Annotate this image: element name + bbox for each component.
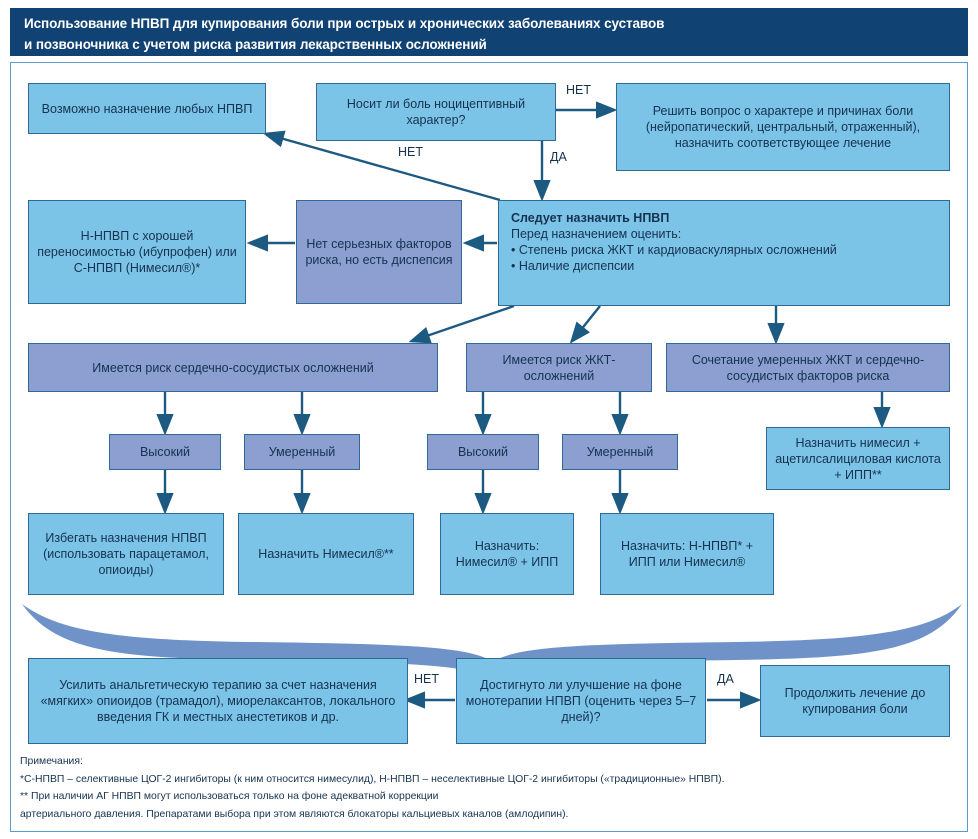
box-prescribe-bullet-1: • Степень риска ЖКТ и кардиоваскулярных … bbox=[511, 243, 837, 257]
box-cv-high[interactable]: Высокий bbox=[109, 434, 221, 470]
arrow-label-yes-down: ДА bbox=[550, 150, 567, 164]
box-prescribe-nnsaid-ipp-label: Назначить: Н-НПВП* + ИПП или Нимесил® bbox=[621, 539, 753, 569]
box-combined-treatment-label: Назначить нимесил + ацетилсалициловая ки… bbox=[775, 435, 941, 482]
box-any-nsaid-label: Возможно назначение любых НПВП bbox=[41, 101, 253, 116]
box-combined-risk-label: Сочетание умеренных ЖКТ и сердечно-сосуд… bbox=[691, 352, 925, 383]
box-cv-moderate[interactable]: Умеренный bbox=[244, 434, 360, 470]
box-good-tolerance[interactable]: Н-НПВП с хорошей переносимостью (ибупроф… bbox=[28, 200, 246, 304]
box-prescribe-nimesil-label: Назначить Нимесил®** bbox=[258, 547, 394, 561]
page-title: Использование НПВП для купирования боли … bbox=[10, 8, 968, 56]
box-any-nsaid[interactable]: Возможно назначение любых НПВП bbox=[28, 83, 266, 134]
box-gi-high[interactable]: Высокий bbox=[427, 434, 539, 470]
box-prescribe-nsaid[interactable]: Следует назначить НПВП Перед назначением… bbox=[498, 200, 950, 306]
arrow-label-no-diagonal: НЕТ bbox=[398, 145, 423, 159]
box-cv-high-label: Высокий bbox=[139, 445, 191, 459]
box-improvement-question-label: Достигнуто ли улучшение на фоне монотера… bbox=[465, 678, 697, 724]
box-continue-treatment[interactable]: Продолжить лечение до купирования боли bbox=[760, 665, 950, 737]
box-cv-moderate-label: Умеренный bbox=[268, 445, 336, 459]
box-gi-moderate-label: Умеренный bbox=[586, 445, 654, 459]
box-gi-risk[interactable]: Имеется риск ЖКТ- осложнений bbox=[466, 343, 652, 392]
box-no-risk-dyspepsia[interactable]: Нет серьезных факторов риска, но есть ди… bbox=[296, 200, 462, 304]
box-continue-treatment-label: Продолжить лечение до купирования боли bbox=[784, 686, 926, 716]
box-no-risk-dyspepsia-label: Нет серьезных факторов риска, но есть ди… bbox=[305, 237, 453, 267]
arrow-label-no-top: НЕТ bbox=[566, 83, 591, 97]
box-avoid-nsaid[interactable]: Избегать назначения НПВП (использовать п… bbox=[28, 513, 224, 595]
notes-line-3: артериального давления. Препаратами выбо… bbox=[20, 808, 569, 820]
box-nociceptive-question-label: Носит ли боль ноцицептивный характер? bbox=[346, 97, 526, 127]
box-gi-risk-label: Имеется риск ЖКТ- осложнений bbox=[502, 352, 616, 383]
box-combined-risk[interactable]: Сочетание умеренных ЖКТ и сердечно-сосуд… bbox=[666, 343, 950, 392]
box-prescribe-subtitle: Перед назначением оценить: bbox=[511, 227, 682, 241]
box-intensify-therapy[interactable]: Усилить анальгетическую терапию за счет … bbox=[28, 658, 408, 744]
box-nociceptive-question[interactable]: Носит ли боль ноцицептивный характер? bbox=[316, 83, 556, 141]
box-prescribe-nimesil[interactable]: Назначить Нимесил®** bbox=[238, 513, 414, 595]
box-intensify-therapy-label: Усилить анальгетическую терапию за счет … bbox=[40, 678, 396, 724]
arrow-label-no-bottom: НЕТ bbox=[414, 672, 439, 686]
box-combined-treatment[interactable]: Назначить нимесил + ацетилсалициловая ки… bbox=[766, 427, 950, 490]
box-avoid-nsaid-label: Избегать назначения НПВП (использовать п… bbox=[43, 531, 209, 577]
box-cv-risk[interactable]: Имеется риск сердечно-сосудистых осложне… bbox=[28, 343, 438, 392]
box-cv-risk-label: Имеется риск сердечно-сосудистых осложне… bbox=[92, 360, 374, 375]
box-resolve-cause-label: Решить вопрос о характере и причинах бол… bbox=[645, 104, 921, 150]
box-prescribe-title: Следует назначить НПВП bbox=[511, 211, 670, 225]
notes-line-2: ** При наличии АГ НПВП могут использоват… bbox=[20, 791, 439, 802]
notes-block: Примечания: *С-НПВП – селективные ЦОГ-2 … bbox=[20, 753, 960, 823]
box-improvement-question[interactable]: Достигнуто ли улучшение на фоне монотера… bbox=[456, 658, 706, 744]
box-prescribe-bullet-2: • Наличие диспепсии bbox=[511, 259, 635, 273]
box-prescribe-nimesil-ipp-label: Назначить: Нимесил® + ИПП bbox=[455, 539, 559, 569]
box-good-tolerance-label: Н-НПВП с хорошей переносимостью (ибупроф… bbox=[37, 229, 237, 275]
box-gi-high-label: Высокий bbox=[457, 445, 509, 459]
box-prescribe-nnsaid-ipp[interactable]: Назначить: Н-НПВП* + ИПП или Нимесил® bbox=[600, 513, 774, 595]
box-gi-moderate[interactable]: Умеренный bbox=[562, 434, 678, 470]
box-prescribe-nimesil-ipp[interactable]: Назначить: Нимесил® + ИПП bbox=[440, 513, 574, 595]
title-line-2: и позвоночника с учетом риска развития л… bbox=[24, 37, 487, 52]
arrow-label-yes-bottom: ДА bbox=[717, 672, 734, 686]
box-resolve-cause[interactable]: Решить вопрос о характере и причинах бол… bbox=[616, 83, 950, 171]
notes-line-1: *С-НПВП – селективные ЦОГ-2 ингибиторы (… bbox=[20, 773, 725, 785]
notes-title: Примечания: bbox=[20, 756, 83, 767]
title-line-1: Использование НПВП для купирования боли … bbox=[24, 16, 665, 31]
